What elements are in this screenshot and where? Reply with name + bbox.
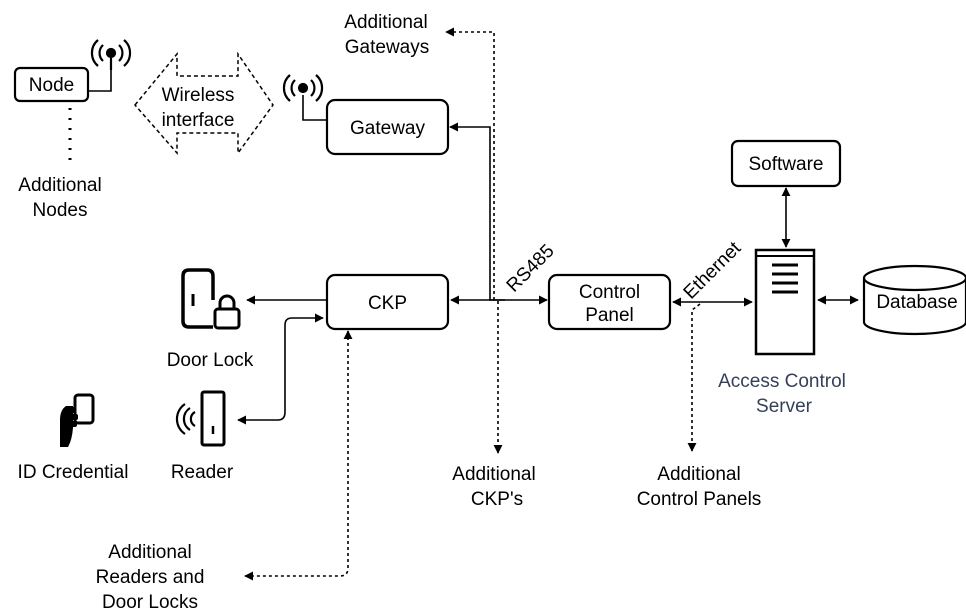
wireless-label-line2: interface [162,110,235,131]
additional-readers-label-line1: Additional [108,542,191,563]
gateway-antenna-icon [282,74,324,102]
ckp-label: CKP [368,293,407,314]
node-label: Node [29,75,74,96]
node-box: Node [13,66,90,103]
gateway-box: Gateway [325,98,450,156]
id-credential-icon [60,393,95,447]
additional-panels-label-line1: Additional [657,464,740,485]
server-icon [754,248,816,356]
additional-gateways-link [445,27,495,300]
additional-readers-link [244,330,353,581]
server-label-line1: Access Control [718,371,846,392]
wireless-interface-shape [134,51,274,156]
software-box: Software [730,139,842,188]
door-lock-label: Door Lock [167,350,254,371]
node-antenna-connector [88,60,112,92]
additional-panels-link [687,303,701,452]
additional-nodes-label-line1: Additional [18,175,101,196]
server-label-line2: Server [756,396,813,417]
panel-to-gateway-link [449,122,505,301]
ckp-box: CKP [325,273,450,331]
control-panel-label-line1: Control [579,282,640,303]
control-panel-label-line2: Panel [585,305,634,326]
additional-ckps-label-line2: CKP's [471,489,523,510]
door-lock-icon [181,268,241,330]
control-panel-box: Control Panel [547,273,672,331]
software-label: Software [749,154,824,175]
wireless-label-line1: Wireless [162,85,235,106]
additional-readers-label-line3: Door Locks [102,592,198,613]
database-cylinder: Database [862,264,966,336]
database-label: Database [876,292,957,313]
reader-label: Reader [171,462,234,483]
id-credential-label: ID Credential [18,462,129,483]
additional-gateways-label-line2: Gateways [345,37,429,58]
gateway-antenna-connector [302,95,327,121]
additional-panels-label-line2: Control Panels [637,489,762,510]
additional-readers-label-line2: Readers and [96,567,205,588]
additional-nodes-label-line2: Nodes [33,200,88,221]
gateway-label: Gateway [350,118,425,139]
ethernet-label: Ethernet [680,237,746,303]
node-antenna-icon [90,39,132,70]
additional-ckps-label-line1: Additional [452,464,535,485]
additional-gateways-label-line1: Additional [344,12,427,33]
reader-icon [175,390,226,447]
